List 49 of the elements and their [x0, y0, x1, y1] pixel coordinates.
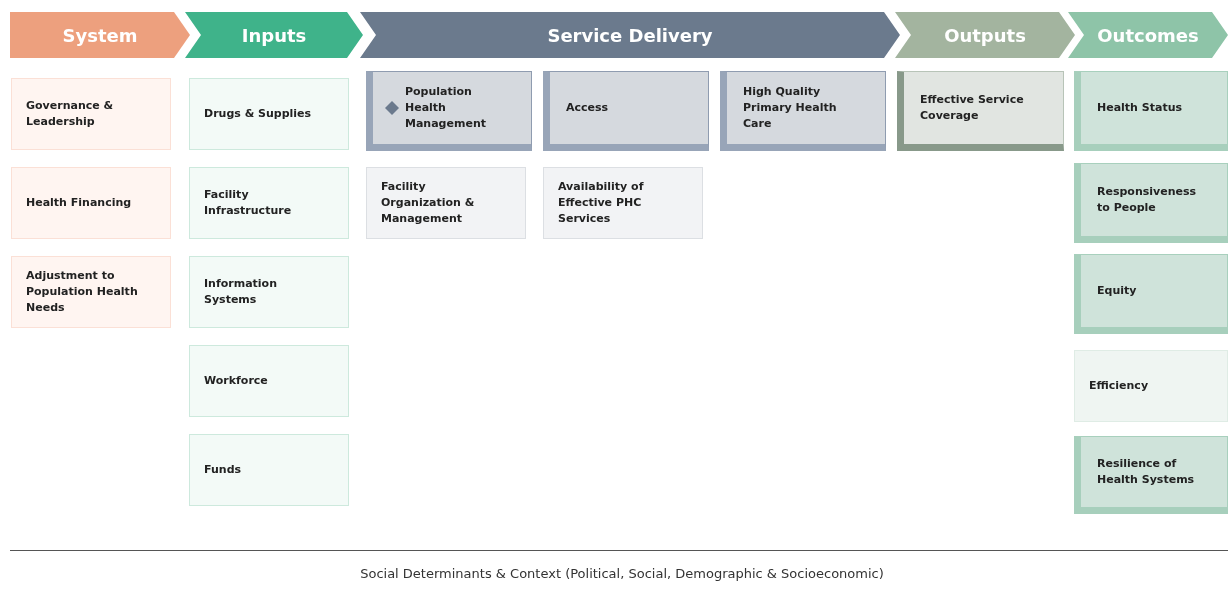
category-box	[189, 167, 349, 239]
raised-box	[543, 71, 709, 151]
category-box	[11, 256, 171, 328]
raised-box	[1074, 436, 1228, 514]
header-label: Outputs	[944, 24, 1026, 46]
box-label: Health Status	[1097, 100, 1183, 116]
box-label: Workforce	[204, 373, 268, 389]
raised-box	[1074, 254, 1228, 334]
box-label: Drugs & Supplies	[204, 106, 312, 122]
box-label: Facility Infrastructure	[204, 187, 293, 219]
box-label: Responsiveness to People	[1097, 184, 1197, 216]
box-label: High Quality Primary Health Care	[743, 84, 838, 132]
box-label: Information Systems	[204, 276, 278, 308]
box-label: Availability of Effective PHC Services	[558, 179, 645, 227]
chevron-banner	[1068, 12, 1228, 58]
category-box	[189, 434, 349, 506]
caption: Social Determinants & Context (Political, Social, Demographic & Socioeconomic)	[359, 566, 885, 581]
box-label: Equity	[1097, 283, 1137, 299]
raised-box	[366, 71, 532, 151]
box-label: Funds	[204, 462, 242, 478]
chevron-banner	[360, 12, 900, 58]
category-box	[189, 256, 349, 328]
chevron-banner	[895, 12, 1075, 58]
raised-box	[1074, 163, 1228, 243]
chevron-banner	[185, 12, 363, 58]
category-box	[189, 78, 349, 150]
box-label: Effective Service Coverage	[920, 92, 1025, 124]
box-label: Resilience of Health Systems	[1097, 456, 1196, 488]
category-box	[189, 345, 349, 417]
box-label: Governance & Leadership	[26, 98, 115, 130]
box-label: Health Financing	[26, 195, 132, 211]
header-label: Service Delivery	[547, 24, 713, 46]
box-label: Population Health Management	[405, 84, 487, 132]
box-label: Adjustment to Population Health Needs	[26, 268, 139, 316]
category-box	[543, 167, 703, 239]
raised-box	[720, 71, 886, 151]
header-label: Outcomes	[1097, 24, 1199, 46]
header-label: System	[62, 24, 138, 46]
raised-box	[897, 71, 1064, 151]
category-box	[11, 167, 171, 239]
category-box	[1074, 350, 1228, 422]
box-label: Access	[566, 100, 609, 116]
header-label: Inputs	[241, 24, 307, 46]
raised-box	[1074, 71, 1228, 151]
category-box	[11, 78, 171, 150]
category-box	[366, 167, 526, 239]
box-label: Efficiency	[1089, 378, 1149, 394]
box-label: Facility Organization & Management	[381, 179, 476, 227]
chevron-banner	[10, 12, 190, 58]
